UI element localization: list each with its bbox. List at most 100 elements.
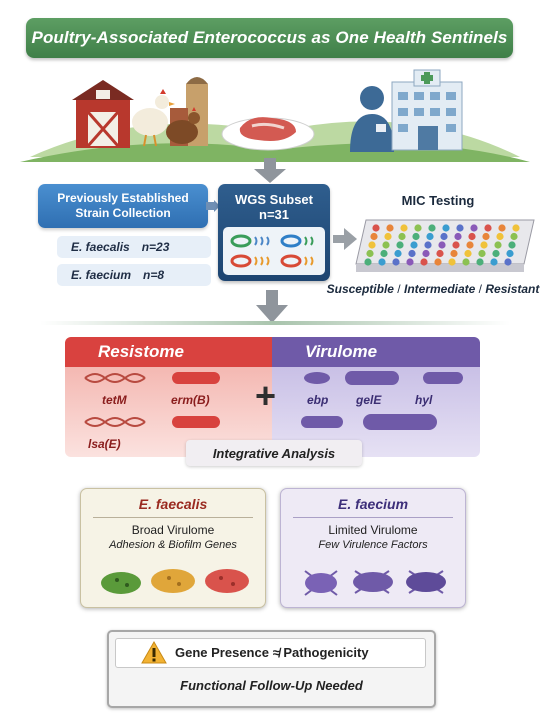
microplate-well — [394, 249, 402, 258]
microplate-well — [386, 224, 394, 232]
microplate-well — [470, 224, 478, 232]
wgs-subset-box: WGS Subset n=31 — [218, 184, 330, 281]
resistome-panel — [65, 337, 272, 457]
chicken-icon — [132, 89, 175, 147]
card-divider — [93, 517, 253, 518]
barn-icon — [72, 80, 134, 148]
caution-statement: Gene Presence ≉ Pathogenicity — [175, 645, 369, 660]
microplate-well — [420, 258, 428, 266]
strain-collection-box: Previously Established Strain Collection — [38, 184, 208, 228]
gene-hyl: hyl — [415, 393, 433, 407]
microplate-well — [422, 249, 430, 258]
microplate-well — [462, 258, 470, 266]
connector-arrow-icon — [206, 200, 220, 212]
arrow-down-icon — [256, 290, 288, 323]
mic-separator: / — [393, 282, 404, 296]
microplate-well — [370, 232, 378, 241]
svg-text:+: + — [255, 375, 276, 416]
hen-icon — [166, 107, 200, 144]
integrative-analysis-label: Integrative Analysis — [186, 440, 362, 466]
card-subtitle: Limited Virulome — [328, 523, 418, 537]
diagram-title: Poultry-Associated Enterococcus as One H… — [31, 28, 508, 47]
microplate-well — [508, 241, 516, 249]
dna-helix-icon — [84, 417, 146, 427]
wgs-count: n=31 — [259, 207, 289, 222]
microplate-well — [484, 224, 492, 232]
follow-up-text: Functional Follow-Up Needed — [180, 678, 363, 693]
card-subtitle: Broad Virulome — [131, 523, 215, 537]
microplate-well — [412, 232, 420, 241]
card-title: E. faecium — [337, 496, 409, 512]
microplate-well — [436, 249, 444, 258]
microplate-well — [466, 241, 474, 249]
microplate-well — [448, 258, 456, 266]
gene-tetm: tetM — [102, 393, 127, 407]
mic-category-intermediate: Intermediate — [403, 282, 476, 296]
faecalis-card: E. faecalis Broad Virulome Adhesion & Bi… — [80, 488, 266, 608]
caution-box: Gene Presence ≉ Pathogenicity Functional… — [107, 630, 436, 708]
bacteria-chain-icon — [172, 372, 220, 428]
microplate-well — [454, 232, 462, 241]
microplate-well — [512, 224, 520, 232]
microplate-well — [382, 241, 390, 249]
meat-plate-icon — [221, 117, 315, 151]
microplate-well — [378, 258, 386, 266]
card-divider — [293, 517, 453, 518]
microplate-well — [392, 258, 400, 266]
microplate-well — [510, 232, 518, 241]
section-divider — [40, 321, 510, 325]
species-count-faecium: E. faecium n=8 — [57, 264, 211, 286]
hospital-icon — [391, 69, 463, 151]
microplate-well — [504, 258, 512, 266]
microplate-well — [478, 249, 486, 258]
caution-header — [115, 638, 426, 668]
pathogenicity-text: Pathogenicity — [283, 645, 369, 660]
faecium-bacteria-icon — [304, 570, 446, 596]
microplate-well — [450, 249, 458, 258]
card-detail: Few Virulence Factors — [318, 539, 428, 551]
warning-icon — [141, 641, 167, 664]
species-name: E. faecium — [71, 268, 132, 282]
gene-ebp: ebp — [307, 393, 329, 407]
microplate-well — [498, 224, 506, 232]
microplate-well — [380, 249, 388, 258]
microplate-well — [452, 241, 460, 249]
virulome-label: Virulome — [305, 342, 378, 361]
microplate-well — [428, 224, 436, 232]
microplate-well — [506, 249, 514, 258]
microplate-well — [496, 232, 504, 241]
microplate-well — [464, 249, 472, 258]
microplate-well — [438, 241, 446, 249]
microplate-well — [398, 232, 406, 241]
card-detail: Adhesion & Biofilm Genes — [109, 539, 237, 551]
wgs-title: WGS Subset — [234, 192, 313, 207]
virulome-panel — [272, 337, 480, 457]
arrow-right-icon — [333, 228, 357, 250]
mic-category-susceptible: Susceptible — [326, 282, 394, 296]
microplate-well — [492, 249, 500, 258]
genome-plasmid-icons — [230, 234, 314, 268]
species-count: n=23 — [141, 240, 170, 254]
microplate-well — [442, 224, 450, 232]
microplate-well — [434, 258, 442, 266]
microplate-well — [490, 258, 498, 266]
microplate-well — [368, 241, 376, 249]
title-banner: Poultry-Associated Enterococcus as One H… — [26, 18, 513, 58]
microplate-well — [384, 232, 392, 241]
species-count-faecalis: E. faecalis n=23 — [57, 236, 211, 258]
mic-caption: Susceptible / Intermediate / Resistant — [316, 282, 550, 296]
mic-category-resistant: Resistant — [485, 282, 540, 296]
plus-icon: + — [255, 375, 276, 416]
microplate-well — [424, 241, 432, 249]
microplate-well — [372, 224, 380, 232]
one-health-scene — [20, 69, 530, 162]
microplate-well — [476, 258, 484, 266]
microplate-well — [480, 241, 488, 249]
strain-collection-line1: Previously Established — [57, 191, 189, 205]
mic-separator: / — [475, 282, 486, 296]
not-equal-symbol: ≉ — [272, 645, 280, 660]
mic-title: MIC Testing — [401, 193, 475, 208]
card-title: E. faecalis — [138, 496, 208, 512]
microplate-well — [440, 232, 448, 241]
microplate-icon — [355, 219, 535, 272]
